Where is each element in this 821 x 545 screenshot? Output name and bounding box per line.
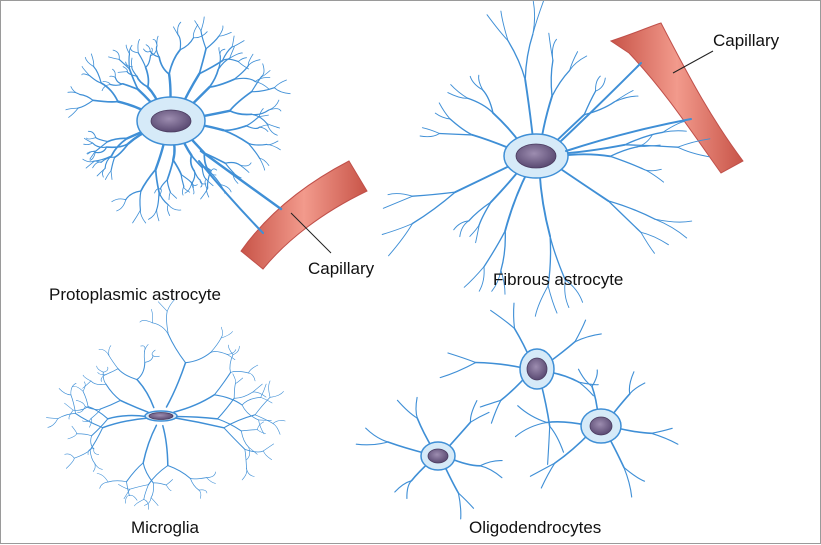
fibrous-astrocyte-nucleus (516, 144, 556, 168)
protoplasmic-astrocyte-label: Protoplasmic astrocyte (49, 285, 221, 305)
oligodendrocytes-label: Oligodendrocytes (469, 518, 601, 538)
oligodendrocyte-right-nucleus (590, 417, 612, 435)
microglia-label: Microglia (131, 518, 199, 538)
microglia-nucleus (149, 413, 173, 420)
oligodendrocyte-left-nucleus (428, 449, 448, 463)
protoplasmic-astrocyte-nucleus (151, 110, 191, 132)
capillary-label-left: Capillary (308, 259, 374, 279)
oligodendrocyte-left (356, 397, 502, 519)
oligodendrocyte-upper (440, 303, 601, 464)
oligodendrocyte-upper-nucleus (527, 358, 547, 380)
microglia (46, 299, 285, 509)
capillary-vessel-left (241, 161, 367, 269)
capillary-label-top: Capillary (713, 31, 779, 51)
fibrous-astrocyte-label: Fibrous astrocyte (493, 270, 623, 290)
